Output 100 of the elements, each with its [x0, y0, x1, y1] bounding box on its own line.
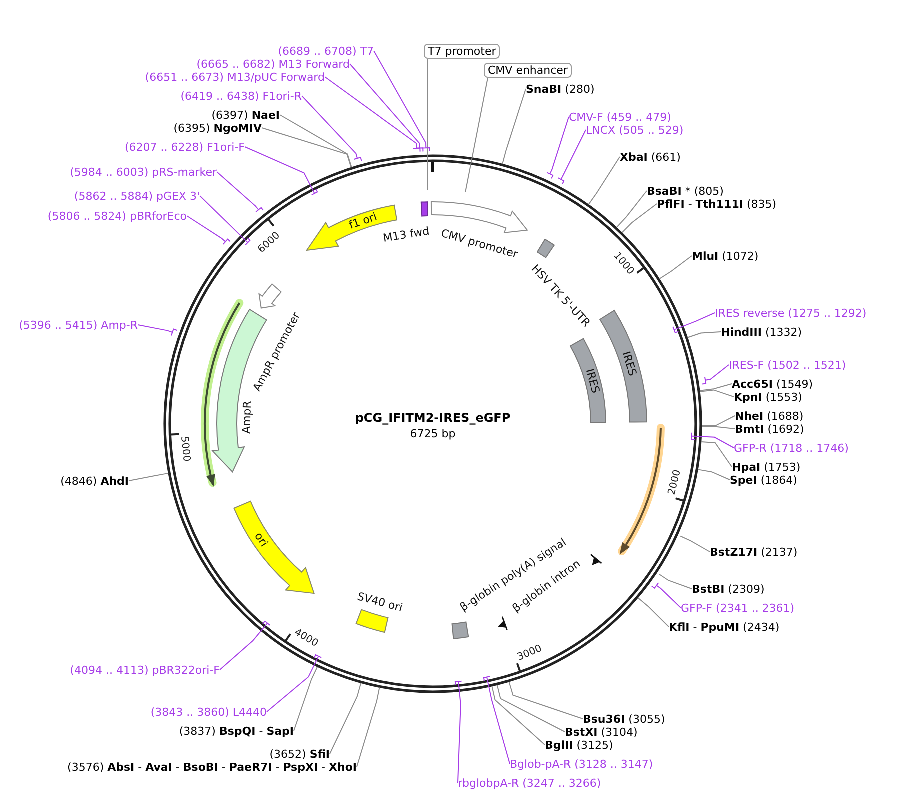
- enzyme-site-label: (3837) BspQI - SapI: [179, 724, 294, 738]
- plasmid-name: pCG_IFITM2-IRES_eGFP: [355, 411, 511, 425]
- leader-line: [699, 384, 732, 392]
- leader-line: [350, 64, 424, 152]
- leader-line: [622, 204, 658, 234]
- leader-line: [588, 156, 620, 206]
- enzyme-site-label: (3652) SfiI: [270, 748, 330, 760]
- leader-line: [700, 390, 734, 398]
- enzyme-site-label: XbaI (661): [620, 150, 681, 164]
- plasmid-size: 6725 bp: [410, 428, 456, 440]
- leader-line: [680, 536, 710, 552]
- tick-label: 5000: [178, 436, 192, 462]
- leader-line: [244, 146, 318, 196]
- leader-line: [216, 172, 264, 213]
- leader-line: [616, 190, 648, 228]
- leader-line: [262, 128, 352, 168]
- leader-line: [302, 96, 362, 162]
- feature-label: SV40 ori: [356, 590, 404, 615]
- leader-line: [508, 681, 584, 720]
- primer-site-label: (5396 .. 5415) Amp-R: [19, 318, 138, 332]
- enzyme-site-label: SpeI (1864): [730, 474, 798, 486]
- primer-site-label: IRES-F (1502 .. 1521): [729, 358, 846, 372]
- enzyme-site-label: (6397) NaeI: [212, 108, 280, 122]
- leader-line: [330, 682, 362, 754]
- enzyme-site-label: BstZ17I (2137): [710, 546, 798, 558]
- leader-line: [691, 432, 734, 448]
- leader-line: [356, 687, 380, 768]
- leader-line: [454, 680, 462, 784]
- primer-site-label: LNCX (505 .. 529): [586, 124, 684, 136]
- feature-label: AmpR: [240, 400, 254, 434]
- leader-line: [427, 58, 428, 191]
- leader-line: [698, 469, 730, 480]
- leader-line: [702, 364, 730, 385]
- enzyme-site-label: (4846) AhdI: [60, 474, 129, 488]
- primer-site-label: (6665 .. 6682) M13 Forward: [196, 58, 350, 70]
- leader-line: [687, 332, 722, 338]
- primer-site-label: (5806 .. 5824) pBRforEco: [48, 210, 187, 222]
- tick-label: 4000: [292, 627, 320, 650]
- leader-line: [651, 582, 682, 608]
- enzyme-site-label: KflI - PpuMI (2434): [669, 620, 780, 634]
- feature-tag: T7 promoter: [424, 44, 500, 59]
- feature-label: f1 ori: [348, 210, 379, 232]
- primer-site-label: GFP-R (1718 .. 1746): [734, 442, 849, 454]
- primer-site-label: (6419 .. 6438) F1ori-R: [180, 90, 302, 102]
- leader-line: [502, 88, 526, 165]
- leader-line: [546, 116, 570, 180]
- leader-line: [672, 312, 716, 334]
- enzyme-site-label: (3576) AbsI - AvaI - BsoBI - PaeR7I - PspXI - XhoI: [68, 760, 357, 774]
- enzyme-site-label: BstBI (2309): [692, 582, 765, 596]
- leader-line: [702, 416, 736, 426]
- feature-label: M13 fwd: [382, 224, 430, 245]
- enzyme-site-label: HpaI (1753): [732, 460, 801, 474]
- primer-site-label: (3843 .. 3860) L4440: [150, 706, 267, 718]
- feature-label: IRES: [620, 350, 640, 378]
- tick-label: 3000: [516, 643, 544, 664]
- primer-site-label: (6651 .. 6673) M13/pUC Forward: [145, 70, 325, 84]
- leader-line: [496, 684, 566, 732]
- primer-site-label: (6207 .. 6228) F1ori-F: [125, 140, 245, 154]
- primer-site-label: (6689 .. 6708) T7: [278, 44, 374, 58]
- tick-label: 2000: [666, 468, 684, 496]
- enzyme-site-label: Bsu36I (3055): [583, 712, 666, 726]
- primer-site-label: (5862 .. 5884) pGEX 3': [74, 190, 200, 202]
- enzyme-site-label: MluI (1072): [692, 250, 759, 262]
- leader-line: [659, 256, 692, 280]
- enzyme-site-label: Acc65I (1549): [732, 378, 814, 390]
- enzyme-site-label: PflFI - Tth111I (835): [657, 198, 777, 210]
- leader-line: [374, 50, 430, 152]
- leader-line: [220, 620, 271, 670]
- primer-site-label: (4094 .. 4113) pBR322ori-F: [70, 664, 220, 676]
- enzyme-site-label: NheI (1688): [735, 410, 804, 422]
- leader-line: [558, 130, 586, 185]
- leader-line: [492, 686, 546, 746]
- leader-line: [465, 78, 488, 193]
- enzyme-site-label: BstXI (3104): [565, 726, 638, 738]
- leader-line: [324, 76, 421, 152]
- feature-label: ori: [252, 530, 271, 550]
- enzyme-site-label: KpnI (1553): [734, 390, 802, 404]
- primer-site-label: (5984 .. 6003) pRS-marker: [70, 166, 217, 178]
- primer-site-label: GFP-F (2341 .. 2361): [681, 602, 795, 614]
- leader-line: [638, 598, 670, 628]
- primer-site-label: IRES reverse (1275 .. 1292): [715, 306, 867, 320]
- enzyme-site-label: SnaBI (280): [526, 82, 595, 96]
- leader-line: [702, 426, 736, 430]
- leader-line: [200, 196, 251, 246]
- feature-label: IRES: [583, 368, 602, 395]
- leader-line: [138, 324, 178, 336]
- leader-line: [266, 654, 322, 712]
- feature-tag: CMV enhancer: [484, 63, 572, 78]
- enzyme-site-label: (6395) NgoMIV: [174, 122, 262, 134]
- leader-line: [700, 442, 732, 468]
- leader-line: [128, 472, 170, 482]
- leader-line: [294, 666, 318, 732]
- leader-line: [280, 114, 352, 168]
- primer-site-label: CMV-F (459 .. 479): [569, 110, 672, 124]
- enzyme-site-label: BsaBI* (805): [647, 184, 724, 198]
- leader-line: [483, 676, 510, 764]
- enzyme-site-label: BmtI (1692): [735, 422, 804, 436]
- primer-site-label: Bglob-pA-R (3128 .. 3147): [510, 758, 654, 770]
- leader-line: [659, 574, 692, 590]
- enzyme-site-label: BglII (3125): [545, 738, 614, 752]
